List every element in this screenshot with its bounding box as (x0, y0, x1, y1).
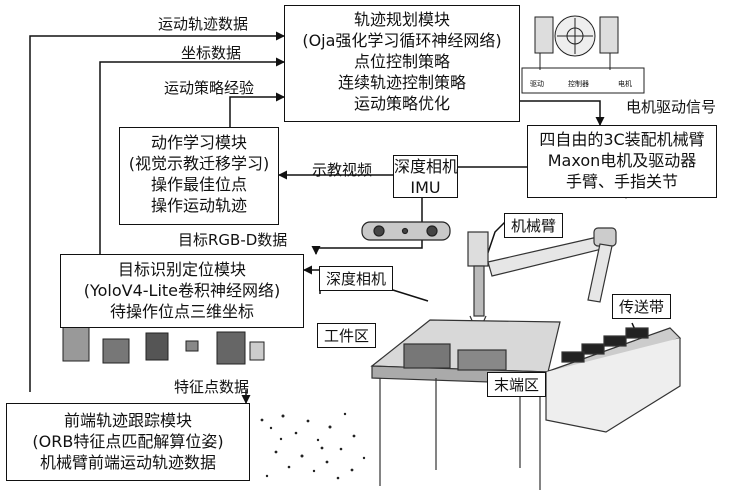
target-recognition-module: 目标识别定位模块 (YoloV4-Lite卷积神经网络) 待操作位点三维坐标 (60, 254, 304, 328)
robot-arm-illustration (467, 227, 617, 336)
target-recognition-title: 目标识别定位模块 (117, 260, 246, 279)
action-learning-line: (视觉示教迁移学习) (128, 154, 270, 173)
label-coordinate-data: 坐标数据 (181, 44, 242, 62)
label-robot-arm: 机械臂 (504, 213, 564, 238)
frontend-tracking-title: 前端轨迹跟踪模块 (63, 411, 192, 430)
label-depth-camera: 深度相机 (319, 266, 394, 291)
trajectory-planning-line: 点位控制策略 (353, 52, 450, 71)
object-thumbnails (62, 326, 265, 365)
edge-motor-signal (520, 100, 605, 126)
schematic-center-label: 控制器 (568, 79, 589, 88)
depth-camera-imu-box: 深度相机 IMU (393, 155, 458, 198)
edge-coordinate (99, 57, 285, 261)
action-learning-line: 操作运动轨迹 (150, 196, 247, 215)
sensor-line: 深度相机 (394, 157, 459, 176)
trajectory-planning-title: 轨迹规划模块 (353, 10, 450, 29)
depth-camera-icon (361, 221, 451, 241)
robot-arm-title: 四自由的3C装配机械臂 (539, 130, 705, 149)
label-target-rgbd-data: 目标RGB-D数据 (178, 231, 288, 249)
robot-arm-module: 四自由的3C装配机械臂 Maxon电机及驱动器 手臂、手指关节 (527, 125, 717, 198)
label-end-area: 末端区 (487, 372, 547, 397)
label-motor-drive-signal: 电机驱动信号 (626, 98, 717, 116)
target-recognition-line: (YoloV4-Lite卷积神经网络) (83, 281, 281, 300)
edge-motion-trajectory (29, 31, 285, 392)
schematic-left-label: 驱动 (530, 79, 544, 88)
frontend-tracking-line: (ORB特征点匹配解算位姿) (32, 432, 224, 451)
label-teaching-video: 示教视频 (312, 161, 373, 179)
action-learning-line: 操作最佳位点 (150, 175, 247, 194)
label-motion-strategy-experience: 运动策略经验 (164, 79, 255, 97)
drive-schematic: 驱动 控制器 电机 (521, 15, 645, 94)
trajectory-planning-module: 轨迹规划模块 (Oja强化学习循环神经网络) 点位控制策略 连续轨迹控制策略 运… (284, 5, 520, 122)
trajectory-planning-line: 连续轨迹控制策略 (337, 73, 466, 92)
sensor-line: IMU (410, 178, 441, 197)
conveyor-illustration (544, 327, 682, 433)
edge-strategy (229, 92, 285, 127)
trajectory-planning-line: 运动策略优化 (353, 94, 450, 113)
action-learning-module: 动作学习模块 (视觉示教迁移学习) 操作最佳位点 操作运动轨迹 (119, 127, 279, 225)
label-conveyor: 传送带 (612, 294, 672, 319)
trajectory-planning-line: (Oja强化学习循环神经网络) (302, 31, 502, 50)
robot-arm-line: 手臂、手指关节 (565, 172, 678, 191)
frontend-tracking-module: 前端轨迹跟踪模块 (ORB特征点匹配解算位姿) 机械臂前端运动轨迹数据 (6, 403, 250, 481)
robot-arm-line: Maxon电机及驱动器 (547, 151, 697, 170)
action-learning-title: 动作学习模块 (150, 133, 247, 152)
schematic-right-label: 电机 (618, 79, 632, 88)
label-motion-trajectory-data: 运动轨迹数据 (158, 15, 249, 33)
label-feature-point-data: 特征点数据 (174, 378, 250, 396)
workbench-illustration (370, 319, 561, 490)
edge-camera-target (303, 265, 321, 294)
target-recognition-line: 待操作位点三维坐标 (109, 302, 254, 321)
frontend-tracking-line: 机械臂前端运动轨迹数据 (39, 453, 216, 472)
label-work-area: 工件区 (317, 323, 377, 348)
feature-point-cloud (260, 412, 366, 480)
